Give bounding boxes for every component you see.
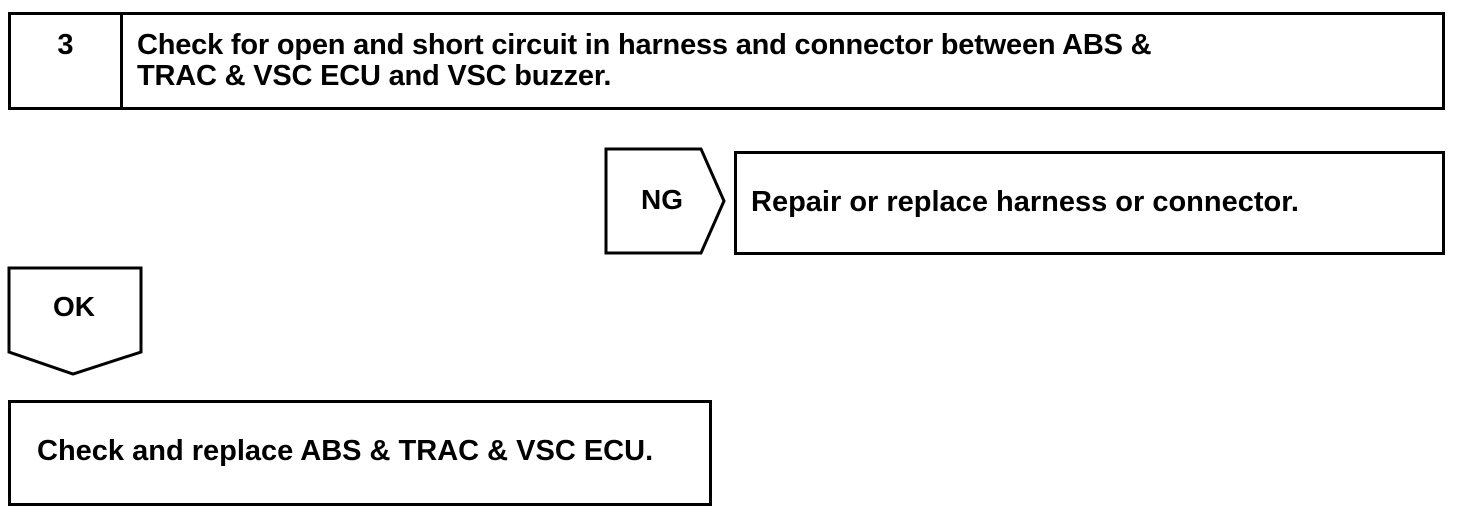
step-number-cell: 3 [11,15,123,107]
ng-label: NG [641,184,683,215]
ng-arrow-shape [604,147,726,255]
ok-action-text: Check and replace ABS & TRAC & VSC ECU. [37,435,654,467]
ok-action-box: Check and replace ABS & TRAC & VSC ECU. [8,400,712,506]
ng-action-box: Repair or replace harness or connector. [734,151,1445,255]
step-box: 3 Check for open and short circuit in ha… [8,12,1445,110]
step-number: 3 [57,29,74,61]
ok-arrow-shape [7,266,143,376]
ok-label: OK [53,291,95,322]
step-title: Check for open and short circuit in harn… [137,29,1152,92]
ng-action-text: Repair or replace harness or connector. [751,186,1299,218]
